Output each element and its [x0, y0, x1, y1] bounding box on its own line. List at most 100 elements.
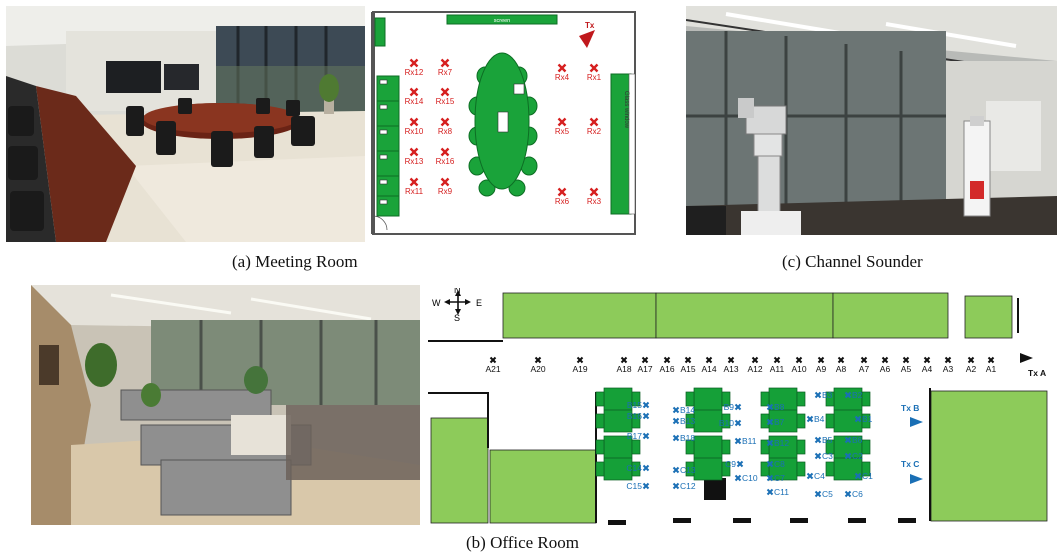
- receiver-label: Rx7: [438, 68, 453, 77]
- point-label: A20: [530, 364, 545, 374]
- receiver-rx11: Rx11: [405, 177, 424, 196]
- point-c5: C5: [814, 489, 833, 499]
- point-label: A5: [901, 364, 912, 374]
- point-a14: A14: [701, 356, 717, 374]
- glass-window-label: Glass window: [623, 91, 629, 129]
- point-label: A16: [659, 364, 674, 374]
- transmitter-txc: Tx C: [901, 459, 923, 484]
- receiver-label: Rx12: [405, 68, 424, 77]
- meeting-room-photo: [6, 6, 365, 242]
- transmitter-label: Tx C: [901, 459, 919, 469]
- point-label: A15: [680, 364, 695, 374]
- point-a20: A20: [530, 356, 546, 374]
- point-c8: C8: [766, 459, 785, 469]
- point-label: A18: [616, 364, 631, 374]
- point-label: A17: [637, 364, 652, 374]
- point-label: C3: [822, 451, 833, 461]
- point-label: A21: [485, 364, 500, 374]
- point-label: B9: [724, 402, 735, 412]
- point-label: B3: [822, 390, 833, 400]
- point-b14: B14: [672, 405, 695, 415]
- point-label: A10: [791, 364, 806, 374]
- point-a2: A2: [966, 356, 976, 374]
- receiver-label: Rx11: [405, 187, 424, 196]
- receiver-label: Rx16: [436, 157, 455, 166]
- point-c2: C2: [844, 451, 863, 461]
- point-label: C5: [822, 489, 833, 499]
- receiver-rx7: Rx7: [438, 58, 453, 77]
- point-c6: C6: [844, 489, 863, 499]
- receiver-label: Rx5: [555, 127, 570, 136]
- point-label: A7: [859, 364, 870, 374]
- point-label: C14: [626, 463, 642, 473]
- point-label: A13: [723, 364, 738, 374]
- desk-cluster: [595, 387, 641, 433]
- receiver-rx10: Rx10: [405, 117, 424, 136]
- point-label: B4: [814, 414, 825, 424]
- point-a5: A5: [901, 356, 912, 374]
- point-b17: B17: [627, 431, 650, 441]
- receiver-label: Rx14: [405, 97, 424, 106]
- point-label: C4: [814, 471, 825, 481]
- receiver-label: Rx2: [587, 127, 602, 136]
- point-label: C10: [742, 473, 758, 483]
- point-label: A3: [943, 364, 954, 374]
- receiver-rx12: Rx12: [405, 58, 424, 77]
- point-a3: A3: [943, 356, 954, 374]
- point-a15: A15: [680, 356, 696, 374]
- point-a11: A11: [770, 356, 785, 374]
- point-label: A8: [836, 364, 847, 374]
- point-c1: C1: [854, 471, 873, 481]
- point-label: B16: [627, 411, 642, 421]
- point-label: A1: [986, 364, 997, 374]
- point-a6: A6: [880, 356, 891, 374]
- point-c15: C15: [626, 481, 650, 491]
- point-label: B2: [852, 390, 863, 400]
- point-label: C2: [852, 451, 863, 461]
- point-b5: B5: [814, 435, 833, 445]
- point-label: A19: [572, 364, 587, 374]
- point-label: B14: [680, 405, 695, 415]
- receiver-label: Rx8: [438, 127, 453, 136]
- point-c11: C11: [766, 487, 789, 497]
- point-a21: A21: [485, 356, 501, 374]
- point-b12: B12: [766, 438, 789, 448]
- point-label: B13: [680, 416, 695, 426]
- point-a19: A19: [572, 356, 588, 374]
- point-label: B11: [742, 436, 757, 446]
- receiver-label: Rx6: [555, 197, 570, 206]
- point-c14: C14: [626, 463, 650, 473]
- receiver-label: Rx3: [587, 197, 602, 206]
- point-c4: C4: [806, 471, 825, 481]
- point-label: A6: [880, 364, 891, 374]
- point-b4: B4: [806, 414, 825, 424]
- desk-cluster: [760, 435, 806, 481]
- compass-e: E: [476, 298, 482, 308]
- receiver-label: Rx9: [438, 187, 453, 196]
- tx-marker: [579, 30, 595, 48]
- point-label: B7: [774, 417, 785, 427]
- point-c12: C12: [672, 481, 696, 491]
- screen-label: screen: [494, 18, 511, 24]
- point-label: A11: [770, 364, 785, 374]
- point-label: A9: [816, 364, 827, 374]
- point-a17: A17: [637, 356, 653, 374]
- point-c9: C9: [725, 459, 744, 469]
- receiver-rx3: Rx3: [587, 187, 602, 206]
- receiver-rx16: Rx16: [436, 147, 455, 166]
- point-label: A12: [747, 364, 762, 374]
- compass-icon: N S W E: [432, 288, 482, 323]
- compass-w: W: [432, 298, 441, 308]
- point-b11: B11: [734, 436, 757, 446]
- desk-cluster: [760, 387, 806, 433]
- point-b8: B8: [766, 402, 785, 412]
- point-b13: B13: [672, 416, 695, 426]
- point-a12: A12: [747, 356, 763, 374]
- point-a9: A9: [816, 356, 827, 374]
- point-b9: B9: [724, 402, 742, 412]
- point-label: B17: [627, 431, 642, 441]
- desk-cluster: [685, 387, 731, 433]
- point-label: C7: [774, 473, 785, 483]
- caption-channel-sounder: (c) Channel Sounder: [782, 252, 923, 271]
- point-a10: A10: [791, 356, 807, 374]
